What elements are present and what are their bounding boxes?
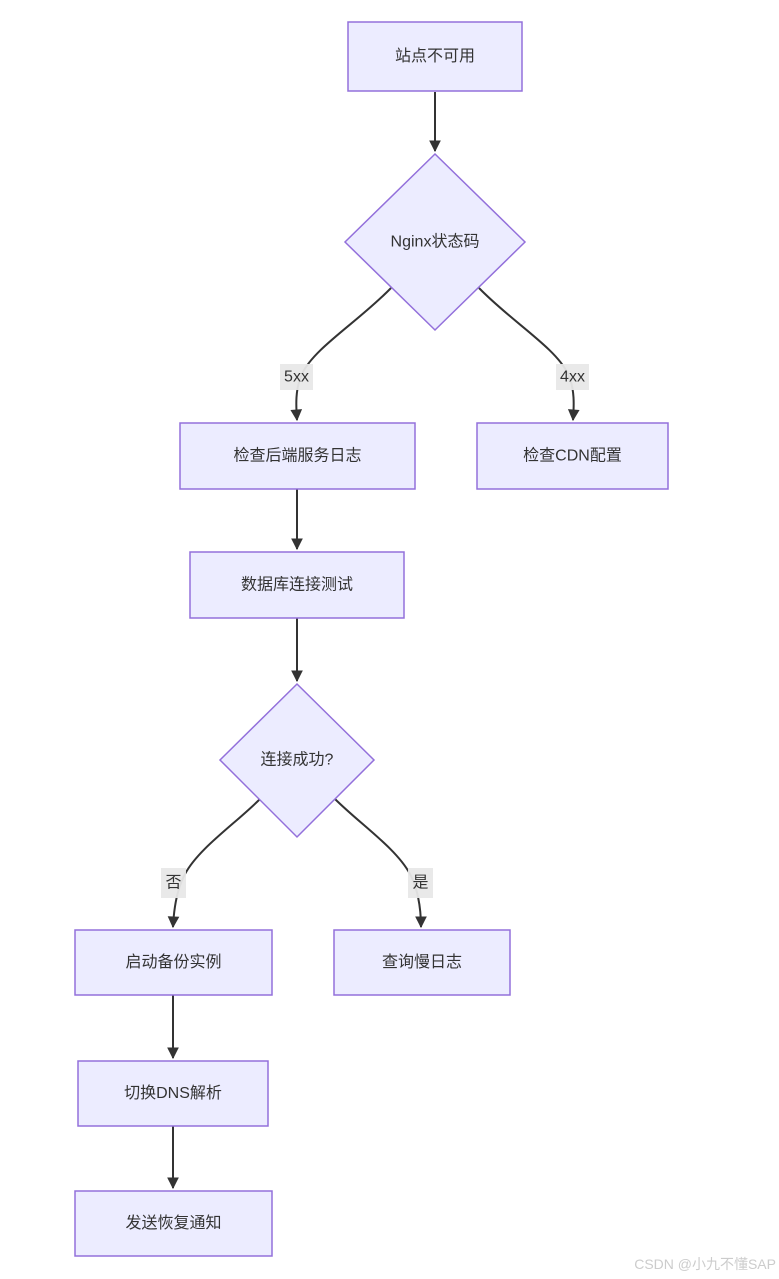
node-check-backend-logs-label: 检查后端服务日志 [233, 447, 361, 465]
edge-nginx-status-to-check-backend-logs [290, 287, 392, 422]
edge-label-text: 4xx [560, 369, 585, 386]
node-site-down-shape [347, 21, 523, 92]
node-start-backup-label: 启动备份实例 [125, 953, 221, 971]
edge-label-text: 否 [165, 875, 181, 892]
node-check-cdn: 检查CDN配置 [476, 422, 669, 490]
node-check-cdn-label: 检查CDN配置 [523, 447, 622, 465]
watermark: CSDN @小九不懂SAP [634, 1256, 776, 1272]
node-check-backend-logs-shape [179, 422, 416, 490]
node-send-notify: 发送恢复通知 [74, 1190, 273, 1257]
node-check-cdn-shape [476, 422, 669, 490]
node-db-conn-test: 数据库连接测试 [189, 551, 405, 619]
edge-label-4xx: 4xx [556, 364, 589, 390]
node-send-notify-shape [74, 1190, 273, 1257]
edge-label-text: 5xx [284, 369, 309, 386]
edge-conn-success-to-query-slow-log [334, 798, 427, 929]
edge-nginx-status-to-check-cdn [478, 287, 580, 422]
node-check-backend-logs: 检查后端服务日志 [179, 422, 416, 490]
edge-label-bg [556, 364, 589, 390]
node-db-conn-test-label: 数据库连接测试 [241, 576, 353, 594]
edge-line [167, 798, 261, 929]
node-nginx-status: Nginx状态码 [343, 152, 527, 332]
node-query-slow-log: 查询慢日志 [333, 929, 511, 996]
node-conn-success-label: 连接成功? [261, 751, 334, 769]
node-db-conn-test-shape [189, 551, 405, 619]
node-send-notify-label: 发送恢复通知 [125, 1214, 221, 1232]
node-site-down-label: 站点不可用 [395, 47, 475, 65]
node-switch-dns: 切换DNS解析 [77, 1060, 269, 1127]
node-conn-success-shape [218, 682, 376, 839]
node-switch-dns-shape [77, 1060, 269, 1127]
node-query-slow-log-label: 查询慢日志 [382, 953, 462, 971]
edge-label-bg [280, 364, 313, 390]
edge-label-yes: 是 [408, 868, 433, 898]
edge-label-bg [408, 868, 433, 898]
edge-label-no: 否 [161, 868, 186, 898]
node-site-down: 站点不可用 [347, 21, 523, 92]
edge-label-text: 是 [412, 875, 428, 892]
edge-line [478, 287, 580, 422]
node-nginx-status-shape [343, 152, 527, 332]
edge-label-bg [161, 868, 186, 898]
node-start-backup: 启动备份实例 [74, 929, 273, 996]
node-start-backup-shape [74, 929, 273, 996]
node-nginx-status-label: Nginx状态码 [391, 233, 480, 251]
edge-conn-success-to-start-backup [167, 798, 261, 929]
edge-line [334, 798, 427, 929]
node-conn-success: 连接成功? [218, 682, 376, 839]
edge-label-5xx: 5xx [280, 364, 313, 390]
node-query-slow-log-shape [333, 929, 511, 996]
edge-line [290, 287, 392, 422]
node-switch-dns-label: 切换DNS解析 [124, 1084, 222, 1102]
